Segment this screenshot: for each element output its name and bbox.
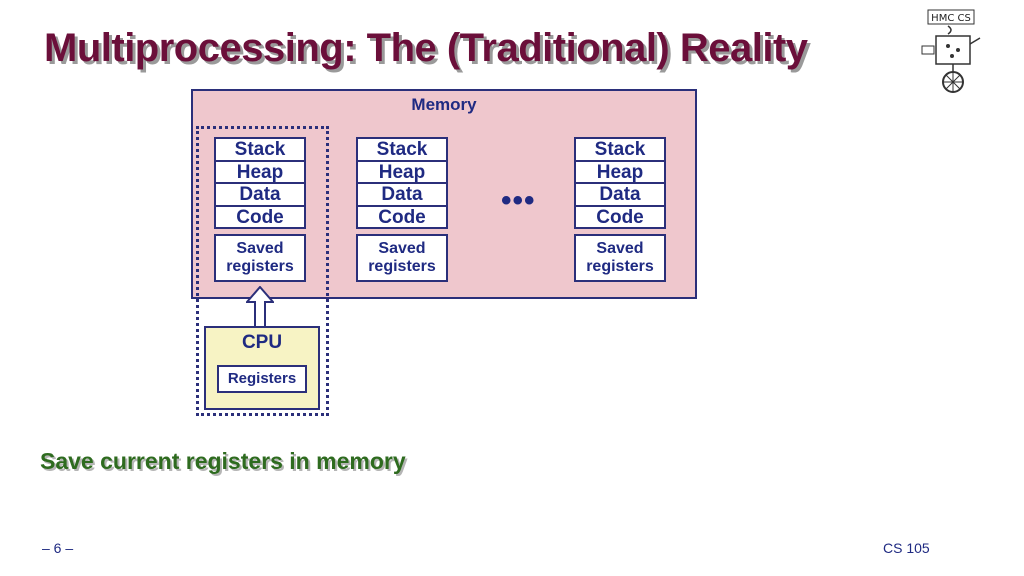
saved-registers-line2: registers	[586, 258, 654, 275]
process-2: Stack Heap Data Code Saved registers	[356, 137, 448, 282]
cpu-box: CPU Registers	[204, 326, 320, 410]
more-processes-ellipsis: •••	[501, 184, 536, 217]
data-segment: Data	[214, 182, 306, 207]
saved-registers-line1: Saved	[596, 240, 644, 257]
svg-text:HMC CS: HMC CS	[931, 13, 971, 24]
code-segment: Code	[214, 204, 306, 229]
data-segment: Data	[356, 182, 448, 207]
process-3: Stack Heap Data Code Saved registers	[574, 137, 666, 282]
heap-segment: Heap	[574, 159, 666, 184]
page-number: – 6 –	[42, 540, 74, 556]
heap-segment: Heap	[214, 159, 306, 184]
saved-registers-line1: Saved	[236, 240, 284, 257]
saved-registers-line1: Saved	[378, 240, 426, 257]
stack-segment: Stack	[214, 137, 306, 162]
code-segment: Code	[574, 204, 666, 229]
heap-segment: Heap	[356, 159, 448, 184]
code-segment: Code	[356, 204, 448, 229]
cpu-label: CPU	[241, 332, 283, 353]
cpu-registers: Registers	[217, 365, 307, 393]
stack-segment: Stack	[574, 137, 666, 162]
saved-registers: Saved registers	[356, 234, 448, 282]
saved-registers-line2: registers	[226, 258, 294, 275]
process-1: Stack Heap Data Code Saved registers	[214, 137, 306, 282]
data-segment: Data	[574, 182, 666, 207]
stack-segment: Stack	[356, 137, 448, 162]
saved-registers-line2: registers	[368, 258, 436, 275]
saved-registers: Saved registers	[574, 234, 666, 282]
saved-registers: Saved registers	[214, 234, 306, 282]
save-arrow-icon	[246, 286, 274, 328]
memory-label: Memory	[411, 95, 477, 114]
hmc-cs-logo: HMC CS	[921, 9, 981, 93]
course-label: CS 105	[883, 540, 930, 556]
slide-caption: Save current registers in memory	[40, 448, 406, 474]
slide-title: Multiprocessing: The (Traditional) Reali…	[44, 26, 808, 70]
